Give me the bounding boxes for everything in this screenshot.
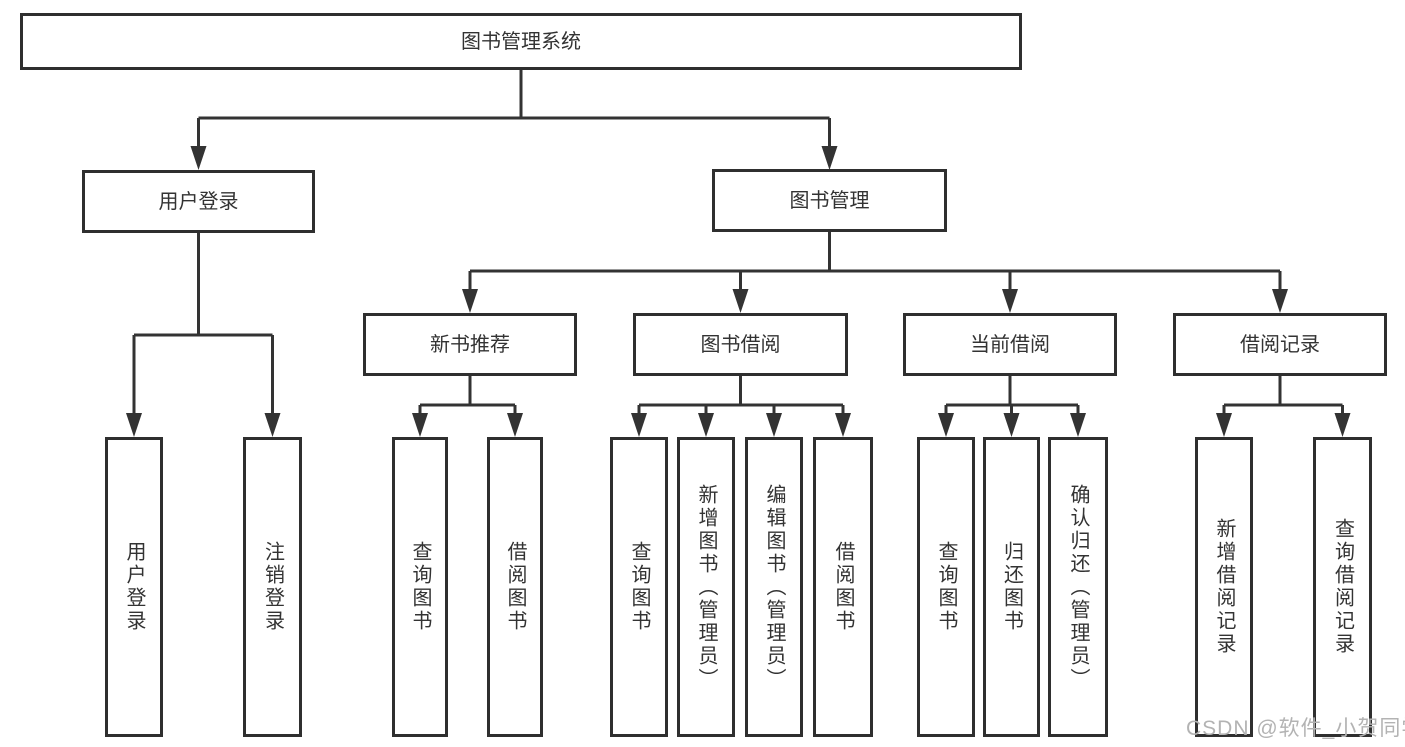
node-current-borrowing: 当前借阅: [903, 313, 1117, 376]
connector-root-to-level2: [190, 70, 838, 170]
leaf-logout: 注销登录: [243, 437, 302, 737]
node-book-borrowing: 图书借阅: [633, 313, 848, 376]
connector-borrowing-records-to-leaves: [1216, 376, 1351, 437]
connector-new-book-recommend-to-leaves: [412, 376, 523, 437]
leaf-br-query-borrow-record: 查询借阅记录: [1313, 437, 1372, 737]
arrowhead: [1070, 413, 1086, 437]
node-user-login: 用户登录: [82, 170, 315, 233]
arrowhead: [264, 413, 281, 437]
arrowhead: [507, 413, 523, 437]
node-book-management: 图书管理: [712, 169, 947, 232]
node-borrowing-records: 借阅记录: [1173, 313, 1387, 376]
arrowhead: [126, 413, 142, 437]
arrowhead: [1216, 413, 1232, 437]
connector-book-borrowing-to-leaves: [631, 376, 851, 437]
arrowhead: [1272, 289, 1288, 313]
leaf-cb-confirm-return-admin: 确认归还（管理员）: [1048, 437, 1108, 737]
leaf-cb-query-books: 查询图书: [917, 437, 975, 737]
leaf-bb-query-books: 查询图书: [610, 437, 668, 737]
arrowhead: [732, 289, 749, 313]
leaf-br-add-borrow-record: 新增借阅记录: [1195, 437, 1253, 737]
arrowhead: [1002, 289, 1018, 313]
leaf-bb-edit-books-admin: 编辑图书（管理员）: [745, 437, 803, 737]
arrowhead: [698, 413, 714, 437]
arrowhead: [835, 413, 851, 437]
arrowhead: [766, 413, 782, 437]
leaf-user-login: 用户登录: [105, 437, 163, 737]
arrowhead: [1334, 413, 1351, 437]
arrowhead: [190, 146, 207, 170]
arrowhead: [631, 413, 647, 437]
csdn-watermark: CSDN @软件_小贺同学: [1186, 717, 1405, 740]
leaf-bb-add-books-admin: 新增图书（管理员）: [677, 437, 735, 737]
leaf-nbr-borrow-books: 借阅图书: [487, 437, 543, 737]
leaf-nbr-query-books: 查询图书: [392, 437, 448, 737]
arrowhead: [938, 413, 954, 437]
arrowhead: [462, 289, 478, 313]
leaf-cb-return-books: 归还图书: [983, 437, 1040, 737]
node-root: 图书管理系统: [20, 13, 1022, 70]
arrowhead: [821, 146, 838, 170]
leaf-bb-borrow-books: 借阅图书: [813, 437, 873, 737]
arrowhead: [412, 413, 428, 437]
node-new-book-recommend: 新书推荐: [363, 313, 577, 376]
connector-user-login-to-leaves: [126, 233, 281, 437]
arrowhead: [1003, 413, 1020, 437]
connector-book-management-to-level3: [462, 232, 1288, 313]
connector-current-borrowing-to-leaves: [938, 376, 1086, 437]
